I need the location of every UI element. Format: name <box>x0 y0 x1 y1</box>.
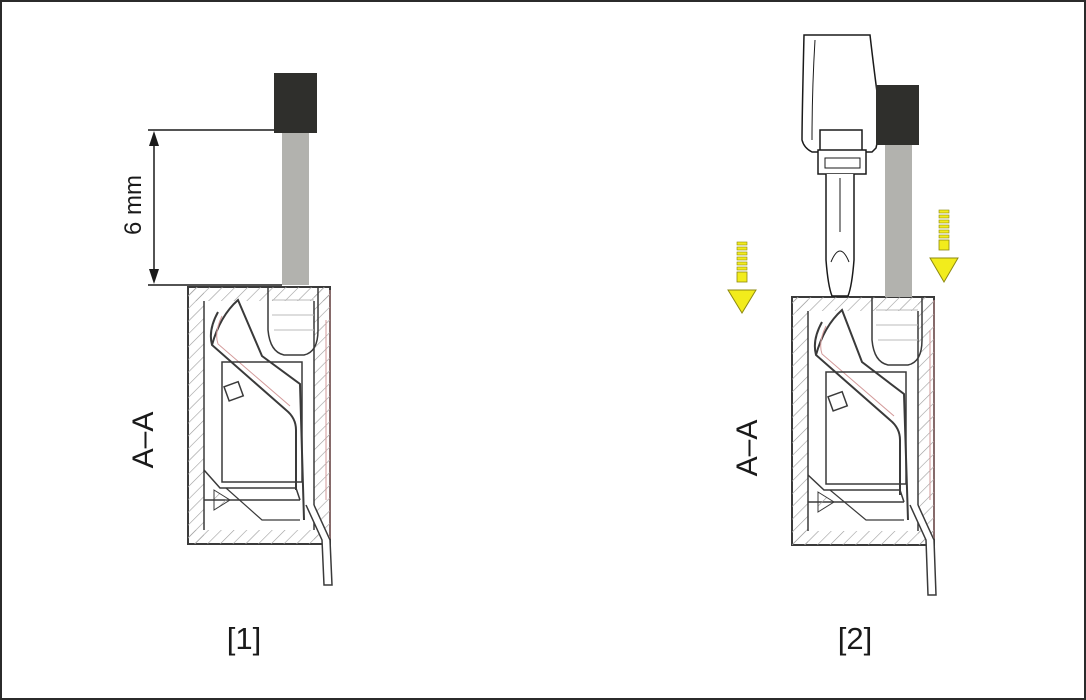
panel-2: A–A [2] <box>727 34 959 656</box>
screwdriver <box>801 34 881 297</box>
panel-1: 6 mm A–A [1] <box>120 73 333 656</box>
terminal-block-section <box>791 296 937 596</box>
section-label: A–A <box>731 420 764 477</box>
push-arrow-left <box>727 241 757 314</box>
panel-label: [1] <box>227 621 261 656</box>
wire-ferrule <box>876 85 919 297</box>
panel-label: [2] <box>838 621 872 656</box>
section-label: A–A <box>127 412 160 469</box>
wire-ferrule <box>274 73 317 285</box>
dimension-label: 6 mm <box>120 175 147 235</box>
terminal-block-section <box>187 286 333 586</box>
push-arrow-right <box>929 209 959 283</box>
strip-length-dimension <box>148 129 282 286</box>
